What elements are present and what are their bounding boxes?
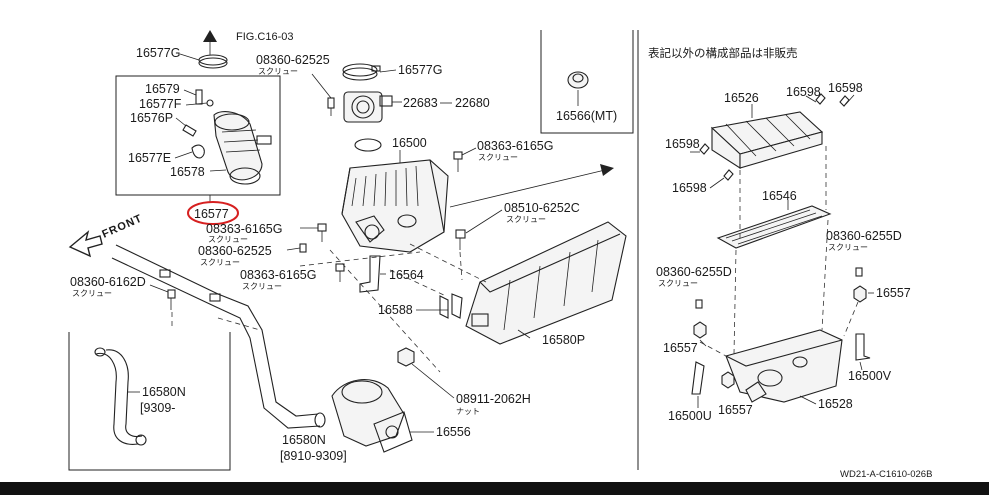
note-screw-5: スクリュー [242, 282, 282, 291]
screws-right-shape [693, 267, 867, 389]
label-08911-2062h: 08911-2062H [456, 392, 531, 406]
cleaner-cover-16526-shape [710, 111, 824, 170]
label-16580n-b: 16580N [282, 433, 326, 447]
note-screw-7: スクリュー [72, 289, 112, 298]
resonator-16580p-shape [465, 221, 627, 345]
label-16526: 16526 [724, 91, 759, 105]
gasket-ring-shape [354, 138, 382, 152]
label-16557-b: 16557 [663, 341, 698, 355]
inset-hose-16580n-shape [94, 347, 147, 446]
inset-box-hose-bottom [68, 332, 231, 471]
bottom-bar [0, 482, 989, 495]
label-16577f: 16577F [139, 97, 182, 111]
label-16528: 16528 [818, 397, 853, 411]
label-8910-9309: [8910-9309] [280, 449, 347, 463]
bolt-08510-shape [455, 229, 466, 250]
screw-top-shape [327, 97, 335, 116]
jp-note: 表記以外の構成部品は非販売 [648, 46, 798, 60]
note-screw-6: スクリュー [506, 215, 546, 224]
label-16577g-b: 16577G [398, 63, 442, 77]
footer-ref: WD21-A-C1610-026B [840, 469, 932, 480]
label-22680: 22680 [455, 96, 490, 110]
label-16578: 16578 [170, 165, 205, 179]
label-16556: 16556 [436, 425, 471, 439]
label-16500: 16500 [392, 136, 427, 150]
filter-element-16546-shape [716, 205, 832, 249]
label-16577e: 16577E [128, 151, 171, 165]
bolt-08363-c-shape [335, 263, 345, 282]
label-16564: 16564 [389, 268, 424, 282]
intake-duct-16580n-shape [111, 244, 326, 429]
highlight-oval [187, 201, 239, 225]
label-08363-6165g-b: 08363-6165G [206, 222, 282, 236]
bolt-08363-b-shape [317, 223, 327, 242]
inset-small-parts-shape [182, 89, 214, 159]
inset-box-hose-parts [115, 75, 281, 196]
cushion-16566-shape [567, 71, 589, 106]
elbow-16556-shape [331, 379, 413, 453]
note-screw-9: スクリュー [658, 279, 698, 288]
label-16577-highlighted: 16577 [194, 207, 229, 221]
label-16500v: 16500V [848, 369, 892, 383]
fig-ref-arrow-icon [203, 30, 217, 55]
nut-08911-shape [397, 347, 415, 367]
label-08360-62525-top: 08360-62525 [256, 53, 330, 67]
label-08360-6255d-a: 08360-6255D [826, 229, 902, 243]
label-9309: [9309- [140, 401, 175, 415]
label-16580n-a: 16580N [142, 385, 186, 399]
note-screw-2: スクリュー [478, 153, 518, 162]
label-16546: 16546 [762, 189, 797, 203]
label-08510-6252c: 08510-6252C [504, 201, 580, 215]
bracket-16564-shape [359, 255, 381, 293]
clamp-16577g-b-shape [342, 63, 381, 81]
label-16598-a: 16598 [786, 85, 821, 99]
clips-16598-shape [699, 93, 850, 181]
airflow-meter-22680-shape [343, 91, 393, 123]
note-screw-3: スクリュー [208, 235, 248, 244]
label-08363-6165g-a: 08363-6165G [477, 139, 553, 153]
label-16588: 16588 [378, 303, 413, 317]
label-16500u: 16500U [668, 409, 712, 423]
front-arrow-icon [68, 230, 103, 258]
note-screw-1: スクリュー [258, 67, 298, 76]
note-nut: ナット [456, 407, 480, 416]
clip-16588-shape [439, 293, 463, 319]
inset-box-16566 [540, 30, 634, 134]
label-16557-a: 16557 [876, 286, 911, 300]
label-08363-6165g-c: 08363-6165G [240, 268, 316, 282]
screw-mid-shape [299, 243, 307, 253]
label-16566-mt: 16566(MT) [556, 109, 617, 123]
screw-08360-6162d-shape [167, 289, 176, 310]
air-cleaner-16500-shape [341, 159, 449, 253]
label-16598-c: 16598 [665, 137, 700, 151]
inset-hose-16578-shape [213, 111, 272, 185]
bolt-08363-a-shape [453, 151, 463, 172]
label-16598-b: 16598 [828, 81, 863, 95]
label-08360-6255d-b: 08360-6255D [656, 265, 732, 279]
fig-ref-label: FIG.C16-03 [236, 31, 293, 43]
front-label: FRONT [100, 212, 144, 240]
cleaner-body-16528-shape [725, 329, 843, 403]
note-screw-4: スクリュー [200, 258, 240, 267]
label-16557-c: 16557 [718, 403, 753, 417]
label-16579: 16579 [145, 82, 180, 96]
label-08360-6162d: 08360-6162D [70, 275, 146, 289]
label-22683: 22683 [403, 96, 438, 110]
label-16598-d: 16598 [672, 181, 707, 195]
exploded-arrow-icon [600, 164, 614, 176]
note-screw-8: スクリュー [828, 243, 868, 252]
label-08360-62525-mid: 08360-62525 [198, 244, 272, 258]
label-16576p: 16576P [130, 111, 173, 125]
clamp-16577g-a-shape [198, 54, 228, 69]
label-16577g-a: 16577G [136, 46, 180, 60]
label-16580p: 16580P [542, 333, 585, 347]
brackets-16500uv-shape [691, 333, 871, 395]
